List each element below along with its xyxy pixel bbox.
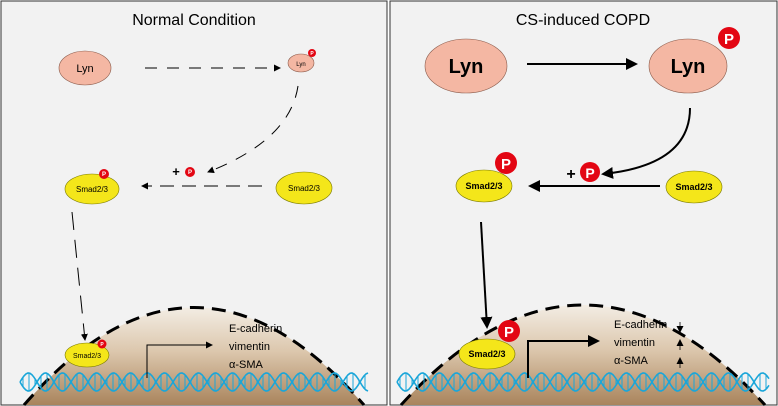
phospho-label: P: [501, 156, 511, 173]
phospho-label: P: [585, 165, 594, 181]
arrow-lyn-to-smad: [207, 85, 299, 174]
phospho-label: P: [102, 172, 106, 178]
arrow-lyn-to-smad: [601, 107, 691, 179]
smad-nucleus-label: Smad2/3: [73, 353, 101, 360]
plus-sign: +: [566, 166, 575, 183]
lyn-phospho-node: [287, 53, 315, 73]
lyn-phospho-label: Lyn: [671, 56, 706, 78]
gene-label: vimentin: [229, 341, 270, 353]
plus-sign: +: [172, 164, 180, 179]
arrow-nuclear-translocation: [480, 221, 493, 329]
lyn-label: Lyn: [76, 63, 93, 75]
nuclear-membrane: [399, 303, 767, 406]
phospho-badge: [580, 162, 600, 182]
dna-helix: [19, 372, 369, 392]
gene-label: vimentin: [614, 337, 655, 349]
smad-label: Smad2/3: [675, 182, 712, 192]
phospho-badge: [498, 320, 520, 342]
phospho-badge: [97, 339, 107, 349]
smad-label: Smad2/3: [288, 184, 321, 193]
transcription-arrow: [527, 335, 600, 378]
lyn-node: [424, 38, 508, 94]
gene-label: E-cadherin: [614, 319, 667, 331]
smad-phospho-node: [64, 173, 120, 205]
phospho-label: P: [724, 31, 734, 48]
gene-label: α-SMA: [614, 355, 649, 367]
panel-normal: Normal Condition Lyn Lyn P + P Smad2/3: [0, 0, 388, 406]
dna-helix: [396, 372, 770, 392]
panel-title: Normal Condition: [132, 12, 256, 29]
smad-phospho-label: Smad2/3: [465, 181, 502, 191]
arrow-nuclear-translocation: [71, 211, 88, 341]
smad-node: [275, 171, 333, 205]
smad-phospho-node: [455, 169, 513, 203]
phospho-label: P: [100, 342, 104, 348]
phospho-badge: [308, 49, 316, 57]
phospho-label: P: [310, 51, 314, 57]
smad-nucleus-node: [458, 338, 516, 370]
phospho-badge: [99, 169, 109, 179]
lyn-phospho-node: [648, 38, 728, 94]
smad-phospho-label: Smad2/3: [76, 185, 109, 194]
smad-node: [665, 170, 723, 204]
transcription-arrow: [146, 341, 213, 378]
phospho-label: P: [188, 170, 192, 176]
gene-label: E-cadherin: [229, 323, 282, 335]
panel-copd: CS-induced COPD Lyn Lyn P + P Smad2/3: [389, 0, 778, 406]
phospho-badge: [185, 167, 195, 177]
lyn-label: Lyn: [449, 56, 484, 78]
lyn-node: [58, 50, 112, 86]
lyn-phospho-label: Lyn: [296, 62, 305, 68]
smad-nucleus-node: [64, 342, 110, 368]
gene-label: α-SMA: [229, 359, 264, 371]
panel-title: CS-induced COPD: [516, 12, 650, 29]
phospho-badge: [718, 27, 740, 49]
smad-nucleus-label: Smad2/3: [468, 349, 505, 359]
phospho-badge: [495, 152, 517, 174]
nuclear-membrane: [22, 306, 366, 406]
phospho-label: P: [504, 324, 514, 341]
